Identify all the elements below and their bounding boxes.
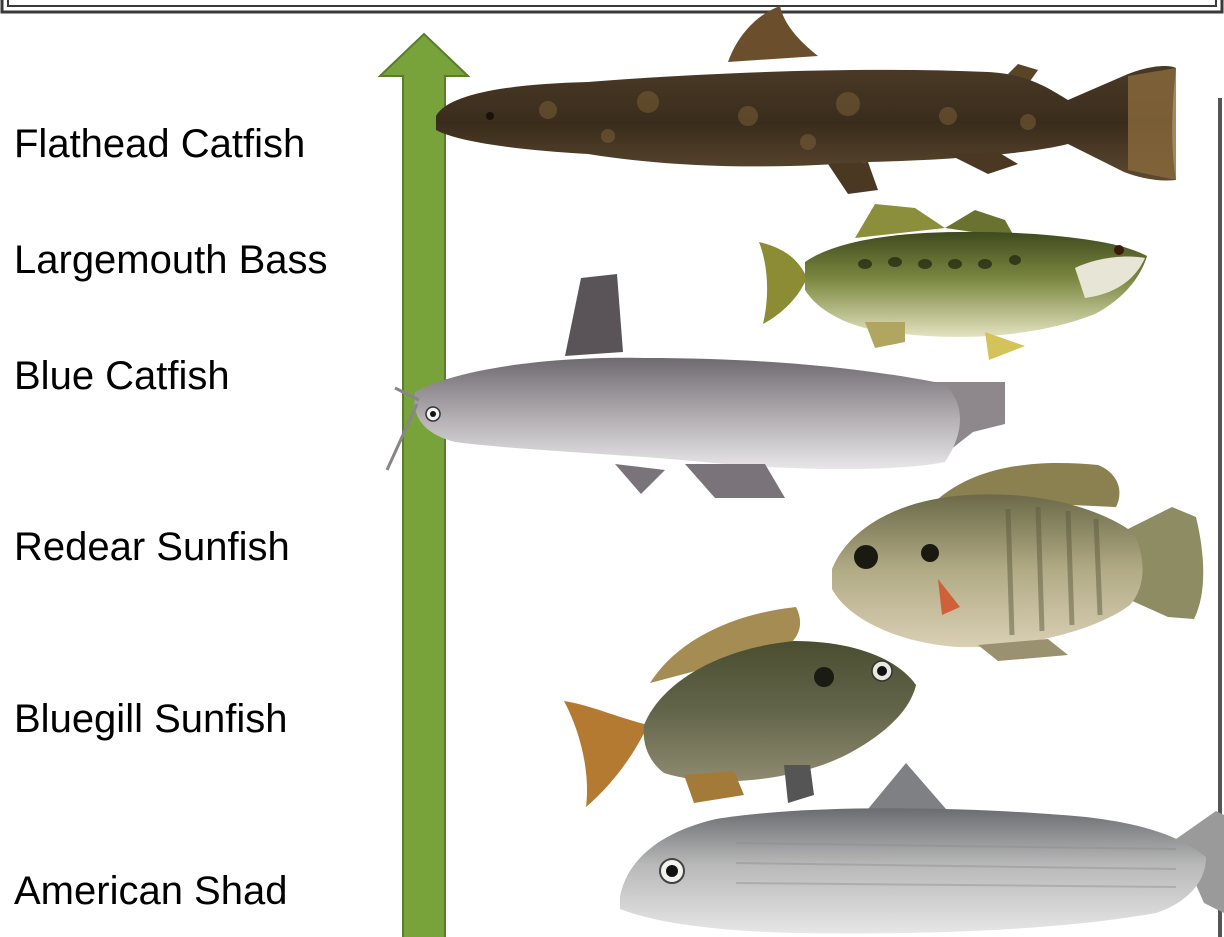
label-redear-sunfish: Redear Sunfish — [14, 527, 290, 567]
label-blue-catfish: Blue Catfish — [14, 356, 230, 396]
american-shad-image — [616, 763, 1224, 935]
flathead-catfish-image — [428, 4, 1180, 202]
label-bluegill-sunfish: Bluegill Sunfish — [14, 699, 288, 739]
label-flathead-catfish: Flathead Catfish — [14, 124, 305, 164]
label-american-shad: American Shad — [14, 871, 287, 911]
label-largemouth-bass: Largemouth Bass — [14, 240, 328, 280]
